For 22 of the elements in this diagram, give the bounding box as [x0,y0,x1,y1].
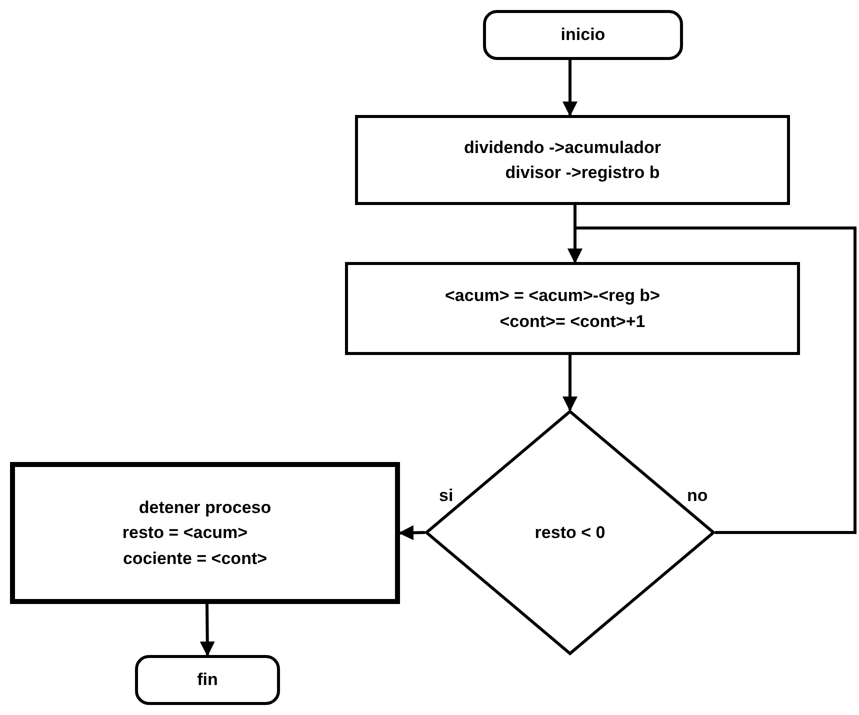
node-text: resto = <acum> [122,522,248,544]
arrow [200,604,215,656]
node-text: resto < 0 [534,522,606,544]
node-text: inicio [560,24,606,46]
edge-label: si [437,487,456,504]
node-text: cociente = <cont> [122,548,268,570]
process-box [10,462,400,604]
process-box [345,262,800,355]
node-text: detener proceso [138,496,272,519]
terminal-box [483,10,683,60]
terminal-box [135,655,280,705]
node-text: <cont>= <cont>+1 [500,310,646,332]
arrow [562,60,578,116]
node-text: divisor ->registro b [505,162,660,184]
arrow [398,525,426,540]
node-text: <acum> = <acum>-<reg b> [445,285,660,307]
decision-diamond [425,410,715,655]
node-text: dividendo ->acumulador [464,136,661,158]
arrow [568,226,856,534]
process-box [355,115,790,205]
node-text: fin [197,669,218,692]
arrow [562,355,578,412]
